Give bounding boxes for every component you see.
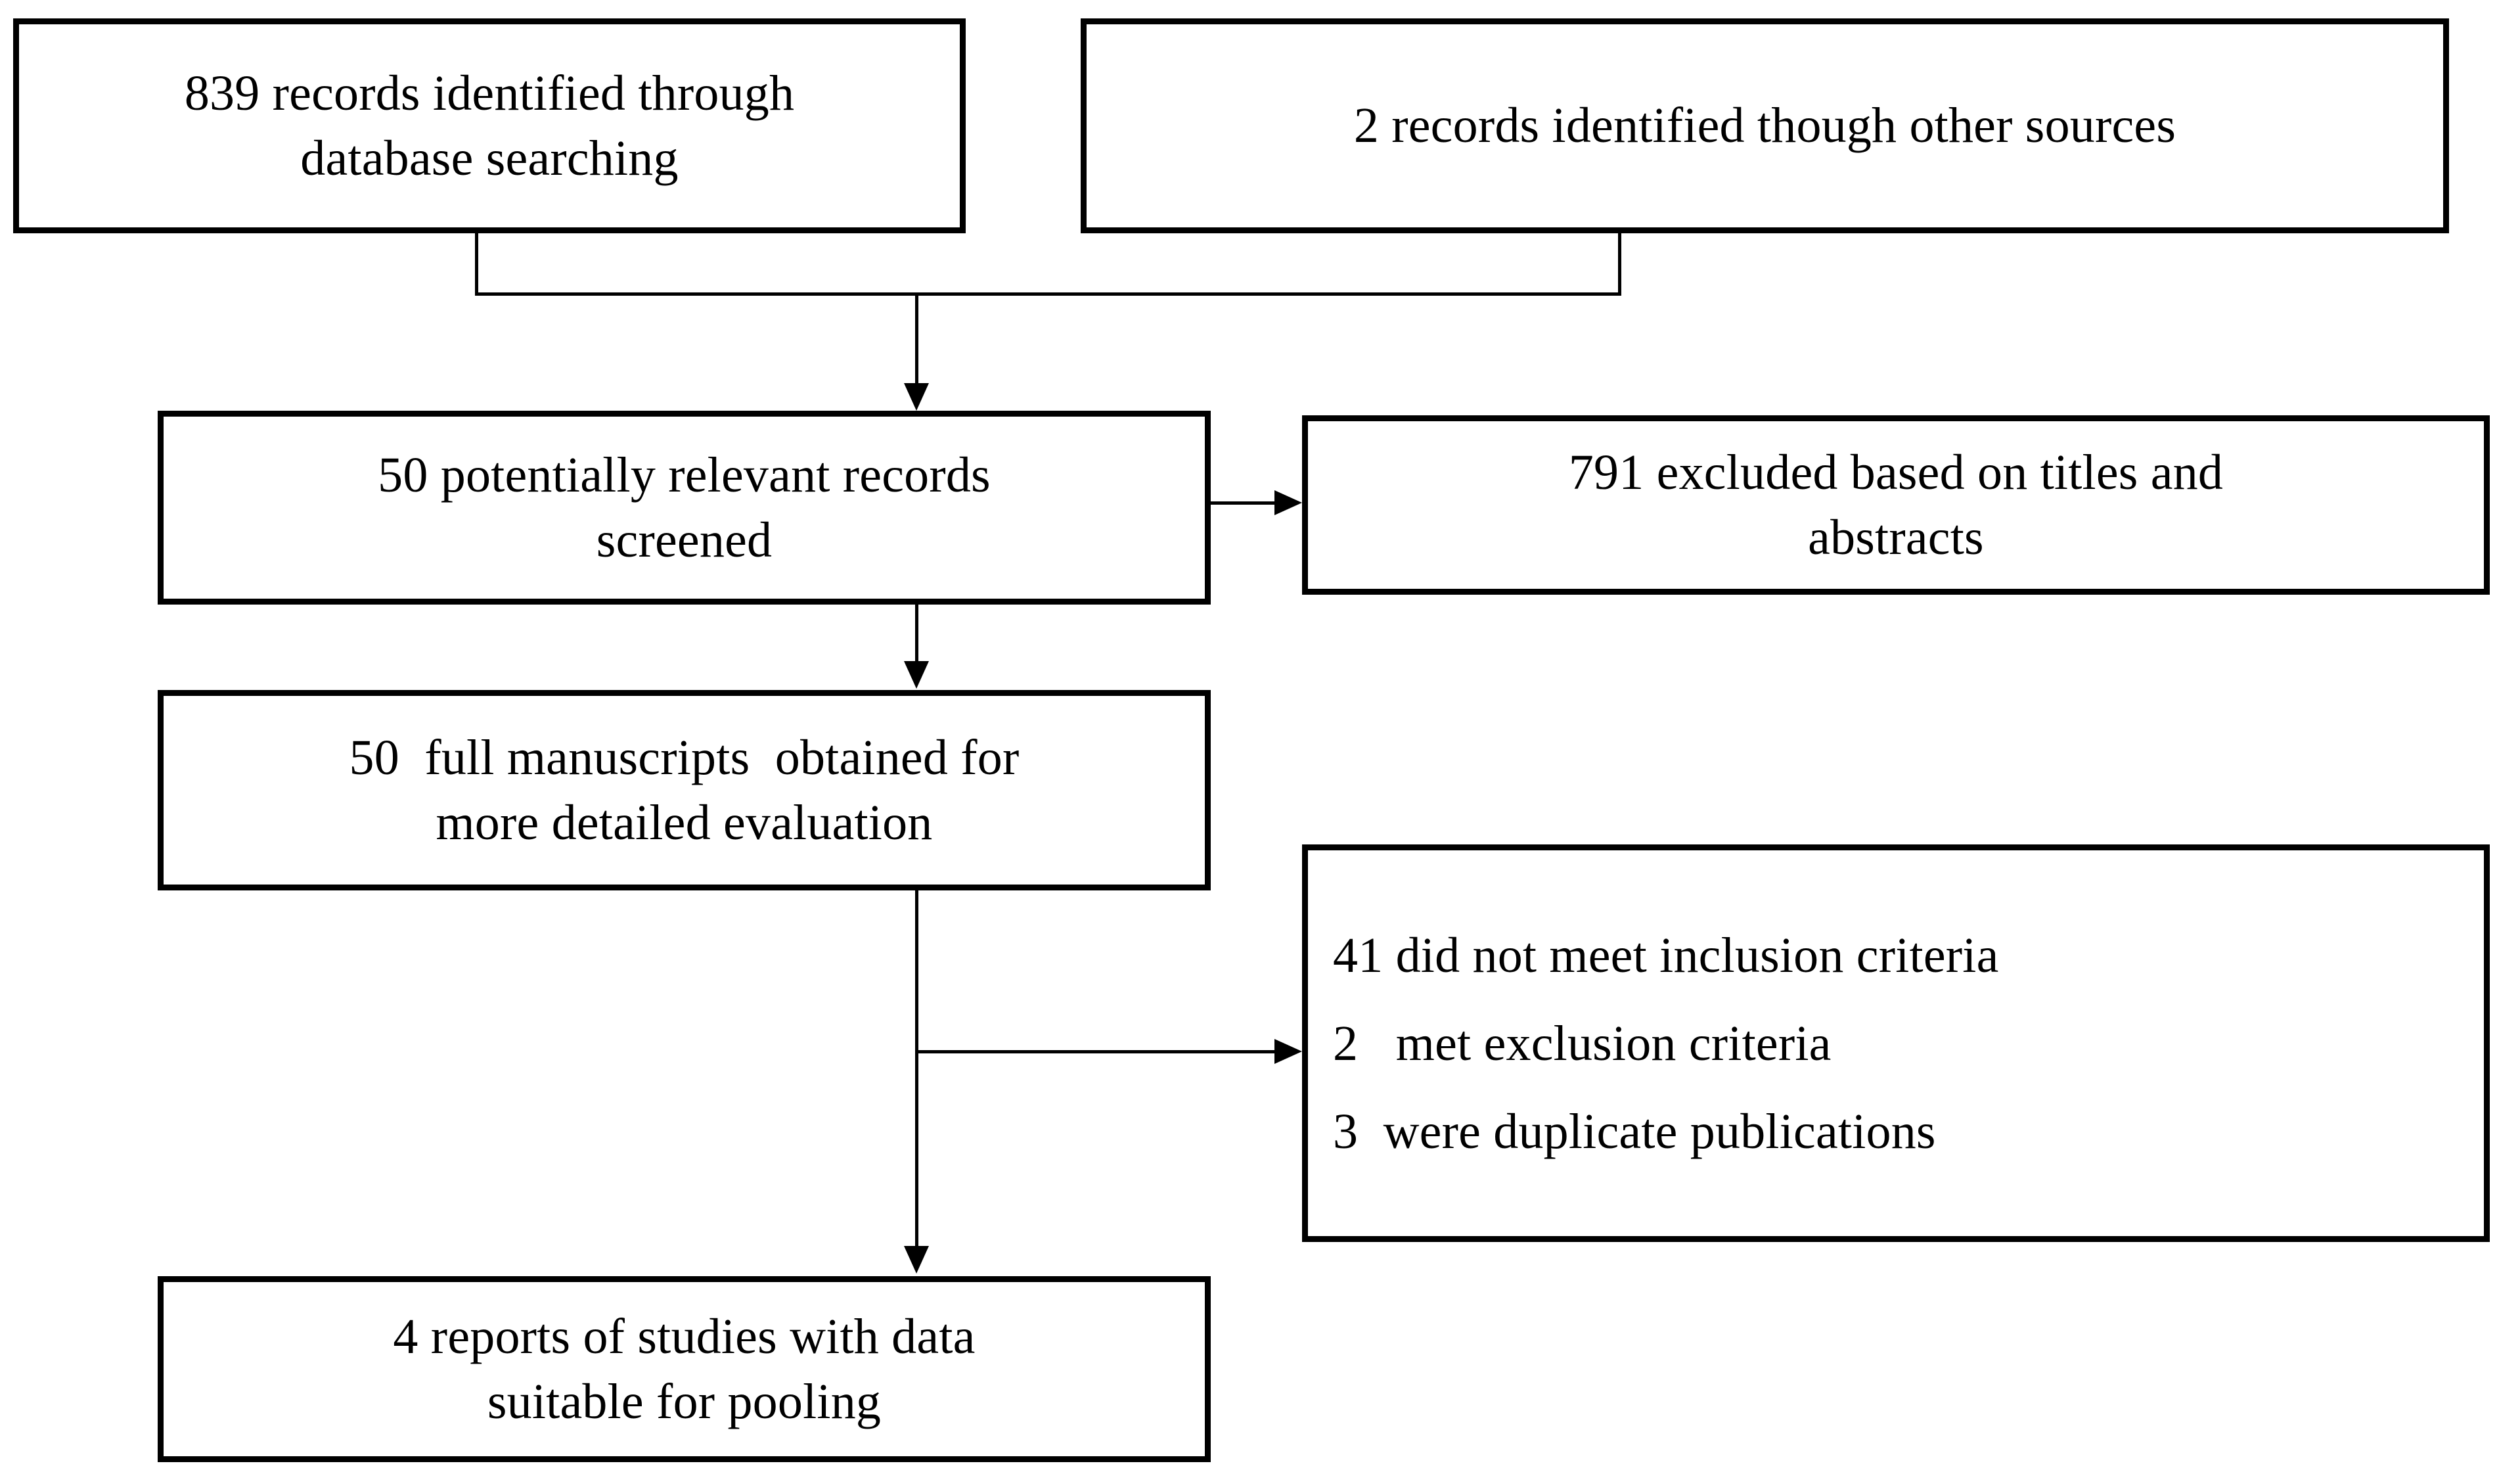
box-records-screened: 50 potentially relevant records screened: [158, 411, 1211, 605]
box-full-manuscripts: 50 full manuscripts obtained for more de…: [158, 690, 1211, 890]
box-line: 50 full manuscripts obtained for: [349, 729, 1020, 785]
box-line: more detailed evaluation: [436, 794, 933, 850]
box-line: 41 did not meet inclusion criteria: [1333, 927, 1999, 983]
box-included-reports: 4 reports of studies with data suitable …: [158, 1276, 1211, 1462]
arrow-screened-to-manuscripts: [904, 661, 929, 689]
connector-screened-to-manuscripts: [915, 605, 918, 664]
box-line: 3 were duplicate publications: [1333, 1103, 1936, 1159]
connector-merge-stem: [915, 292, 918, 386]
box-excluded-titles-abstracts: 791 excluded based on titles and abstrac…: [1302, 415, 2490, 595]
box-line: 791 excluded based on titles and: [1568, 444, 2224, 500]
connector-merge-bar: [475, 292, 1621, 296]
box-line: 4 reports of studies with data: [393, 1308, 976, 1364]
box-line: 2 met exclusion criteria: [1333, 1015, 1832, 1071]
arrow-manuscripts-to-included: [904, 1246, 929, 1274]
box-line: 50 potentially relevant records: [378, 447, 991, 503]
connector-manuscripts-to-included: [915, 890, 918, 1249]
box-line: abstracts: [1808, 509, 1984, 565]
connector-left-drop: [475, 233, 478, 296]
box-line: database searching: [300, 130, 679, 186]
arrow-manuscripts-to-exclusion-reasons: [1274, 1039, 1302, 1064]
arrow-identified-to-screened: [904, 383, 929, 411]
connector-screened-to-excluded: [1211, 501, 1280, 505]
box-line: suitable for pooling: [487, 1373, 882, 1429]
connector-manuscripts-to-exclusion-reasons: [915, 1050, 1280, 1053]
box-records-identified-database: 839 records identified through database …: [13, 18, 966, 233]
arrow-screened-to-excluded: [1274, 490, 1302, 515]
box-line: screened: [596, 512, 773, 568]
box-exclusion-reasons: 41 did not meet inclusion criteria 2 met…: [1302, 844, 2490, 1242]
box-records-identified-other-sources: 2 records identified though other source…: [1081, 18, 2449, 233]
connector-right-drop: [1618, 233, 1621, 296]
box-line: 2 records identified though other source…: [1353, 98, 2176, 154]
box-line: 839 records identified through: [184, 65, 795, 121]
